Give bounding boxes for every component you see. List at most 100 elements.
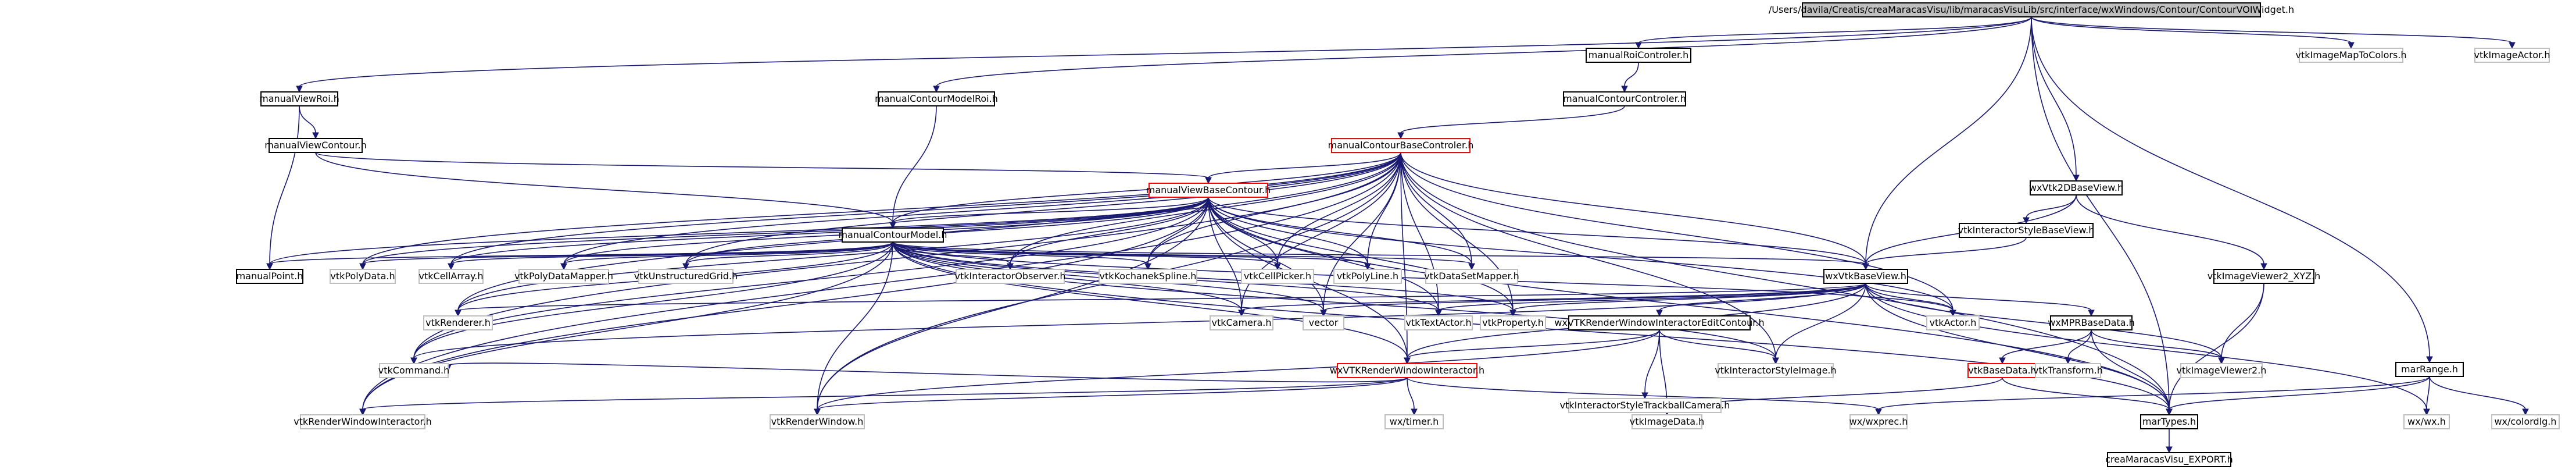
edge-manual-contour-base-controler-to-vtk-text-actor <box>1400 152 1439 311</box>
node-manual-contour-model-roi[interactable]: manualContourModelRoi.h <box>875 91 998 106</box>
node-manual-view-roi[interactable]: manualViewRoi.h <box>259 91 339 106</box>
node-vtk-command: vtkCommand.h <box>378 363 449 378</box>
node-wx-vtk2-dbase-view[interactable]: wxVtk2DBaseView.h <box>2029 180 2123 195</box>
edge-manual-contour-base-controler-to-vtk-render-window-interactor <box>362 152 1401 410</box>
node-box <box>1384 414 1444 429</box>
node-crea-maracas-visu-export[interactable]: creaMaracasVisu_EXPORT.h <box>2105 452 2233 467</box>
node-vtk-image-viewer2-xyz[interactable]: vtkImageViewer2_XYZ.h <box>2208 269 2321 284</box>
edge-manual-contour-base-controler-to-vtk-cell-array <box>450 152 1401 265</box>
edge-wx-vtkrender-window-interactor-to-vtk-render-window-interactor <box>362 377 1408 410</box>
edge-manual-view-base-contour-to-vtk-text-actor <box>1208 197 1439 311</box>
arrowhead-wx-vtk-base-view-to-vtk-command <box>410 357 417 365</box>
node-label: manualContourControler.h <box>1563 93 1686 104</box>
node-label: vtkImageViewer2.h <box>2177 365 2267 376</box>
node-box <box>2491 414 2560 429</box>
arrowhead-wx-vtkrender-window-interactor-to-vtk-render-window-interactor <box>359 408 366 416</box>
node-box <box>770 414 865 429</box>
edge-wx-mprbase-data-to-mar-types <box>2091 329 2170 410</box>
edge-manual-contour-model-to-vtk-poly-data-mapper <box>563 241 893 265</box>
edge-wx-vtkrender-window-interactor-to-vtk-render-window <box>817 377 1408 410</box>
arrowhead-mar-range-to-wx-colordlg <box>2522 408 2529 416</box>
edge-manual-view-roi-to-manual-view-contour <box>299 105 316 134</box>
node-label: manualPoint.h <box>237 271 303 282</box>
edge-vtk-base-data-to-mar-types <box>2002 377 2170 410</box>
arrowhead-wx-vtk-base-view-to-vector <box>1320 310 1327 317</box>
node-vtk-base-data[interactable]: vtkBaseData.h <box>1967 363 2037 378</box>
node-label: vtkImageData.h <box>1630 416 1705 427</box>
node-manual-contour-controler[interactable]: manualContourControler.h <box>1563 91 1686 106</box>
edge-manual-view-base-contour-to-vtk-renderer <box>457 197 1209 311</box>
arrowhead-wx-vtk-base-view-to-wx-vtkrender-window-interactor-edit-contour <box>1656 310 1663 317</box>
edge-manual-contour-base-controler-to-manual-view-base-contour <box>1208 152 1401 179</box>
node-mar-range[interactable]: marRange.h <box>2395 362 2464 377</box>
node-box <box>1149 183 1268 198</box>
node-box <box>1823 269 1908 284</box>
node-box <box>1331 138 1471 153</box>
node-root[interactable]: /Users/davila/Creatis/creaMaracasVisu/li… <box>1769 2 2294 17</box>
edge-manual-contour-model-to-vtk-render-window-interactor <box>362 241 893 410</box>
node-wx-mprbase-data[interactable]: wxMPRBaseData.h <box>2048 315 2135 330</box>
node-wx-vtkrender-window-interactor-edit-contour[interactable]: wxVTKRenderWindowInteractorEditContour.h <box>1554 315 1765 330</box>
edge-manual-contour-model-to-vtk-data-set-mapper <box>892 241 1472 265</box>
node-box <box>1563 91 1686 106</box>
node-label: vtkInteractorStyleTrackballCamera.h <box>1560 400 1730 411</box>
node-wx-vtk-base-view[interactable]: wxVtkBaseView.h <box>1823 269 1908 284</box>
edge-wx-vtkrender-window-interactor-to-wx-timer <box>1407 377 1415 410</box>
node-box <box>269 138 363 153</box>
arrowhead-manual-contour-model-to-vtk-poly-data-mapper <box>560 263 567 271</box>
edge-manual-view-base-contour-to-wx-vtk-base-view <box>1208 197 1866 265</box>
node-box <box>2035 363 2101 378</box>
node-label: wx/timer.h <box>1390 416 1439 427</box>
node-mar-types[interactable]: marTypes.h <box>2140 414 2198 429</box>
arrowhead-wx-mprbase-data-to-vtk-transform <box>2065 357 2071 365</box>
node-manual-roi-controler[interactable]: manualRoiControler.h <box>1586 48 1691 63</box>
node-label: wx/colordlg.h <box>2494 416 2556 427</box>
edge-wx-vtkrender-window-interactor-to-vtk-command <box>448 362 1408 383</box>
node-box <box>1333 269 1402 284</box>
node-vtk-data-set-mapper: vtkDataSetMapper.h <box>1424 269 1519 284</box>
arrowhead-manual-contour-model-to-vtk-unstructured-grid <box>682 263 689 271</box>
node-box <box>2050 315 2133 330</box>
node-manual-view-base-contour[interactable]: manualViewBaseContour.h <box>1146 183 1271 198</box>
edge-manual-contour-model-to-vtk-poly-data <box>362 241 893 265</box>
node-label: vtkTextActor.h <box>1405 317 1471 328</box>
node-manual-contour-base-controler[interactable]: manualContourBaseControler.h <box>1328 138 1474 153</box>
node-label: vtkKochanekSpline.h <box>1100 271 1197 282</box>
node-manual-view-contour[interactable]: manualViewContour.h <box>264 138 367 153</box>
node-vtk-interactor-style-base-view[interactable]: vtkInteractorStyleBaseView.h <box>1958 223 2095 238</box>
edge-mar-range-to-wx-wx <box>2426 376 2430 410</box>
edge-manual-contour-base-controler-to-vtk-unstructured-grid <box>685 152 1401 265</box>
node-vtk-transform: vtkTransform.h <box>2033 363 2103 378</box>
node-label: vtkInteractorObserver.h <box>955 271 1066 282</box>
arrowhead-mar-range-to-mar-types <box>2166 408 2173 416</box>
arrowhead-wx-vtk2-dbase-view-to-vtk-image-viewer2-xyz <box>2260 263 2267 271</box>
arrowhead-wx-vtk-base-view-to-vtk-text-actor <box>1435 310 1442 317</box>
edge-manual-contour-base-controler-to-vtk-cell-picker <box>1277 152 1401 265</box>
node-manual-point[interactable]: manualPoint.h <box>236 269 303 284</box>
node-vtk-render-window: vtkRenderWindow.h <box>770 414 865 429</box>
node-label: vtkDataSetMapper.h <box>1424 271 1519 282</box>
node-label: wxVtkBaseView.h <box>1825 271 1906 282</box>
node-manual-contour-model[interactable]: manualContourModel.h <box>838 227 947 243</box>
node-vtk-image-map-to-colors: vtkImageMapToColors.h <box>2295 48 2407 63</box>
node-label: manualContourBaseControler.h <box>1328 140 1474 151</box>
arrowhead-mar-range-to-wx-wx <box>2423 408 2430 416</box>
edge-manual-view-base-contour-to-vtk-actor <box>1208 197 1954 311</box>
arrowhead-manual-contour-model-to-vtk-poly-line <box>1364 263 1371 271</box>
node-label: manualRoiControler.h <box>1588 49 1689 61</box>
arrowhead-vtk-interactor-style-base-view-to-wx-vtk-base-view <box>1862 263 1869 271</box>
edge-manual-contour-base-controler-to-wx-vtk-base-view <box>1400 152 1866 265</box>
edge-wx-vtk-base-view-to-vtk-interactor-style-image <box>1775 283 1866 359</box>
edge-wx-vtkrender-window-interactor-edit-contour-to-vtk-image-data <box>1659 329 1668 410</box>
arrowhead-manual-contour-model-to-vtk-cell-array <box>448 263 455 271</box>
edge-wx-vtkrender-window-interactor-edit-contour-to-vtk-interactor-style-image <box>1659 329 1776 359</box>
edge-manual-contour-base-controler-to-mar-types <box>1400 152 2170 410</box>
edge-manual-contour-model-roi-to-manual-contour-model <box>892 105 937 223</box>
node-vtk-cell-picker: vtkCellPicker.h <box>1241 269 1314 284</box>
edge-wx-vtk-base-view-to-vtk-text-actor <box>1438 283 1866 311</box>
edge-wx-mprbase-data-to-vtk-image-viewer2 <box>2091 329 2222 359</box>
node-wx-vtkrender-window-interactor[interactable]: wxVTKRenderWindowInteractor.h <box>1330 363 1484 378</box>
edge-manual-contour-model-to-vtk-poly-line <box>892 241 1368 265</box>
node-label: vtkPolyDataMapper.h <box>514 271 613 282</box>
